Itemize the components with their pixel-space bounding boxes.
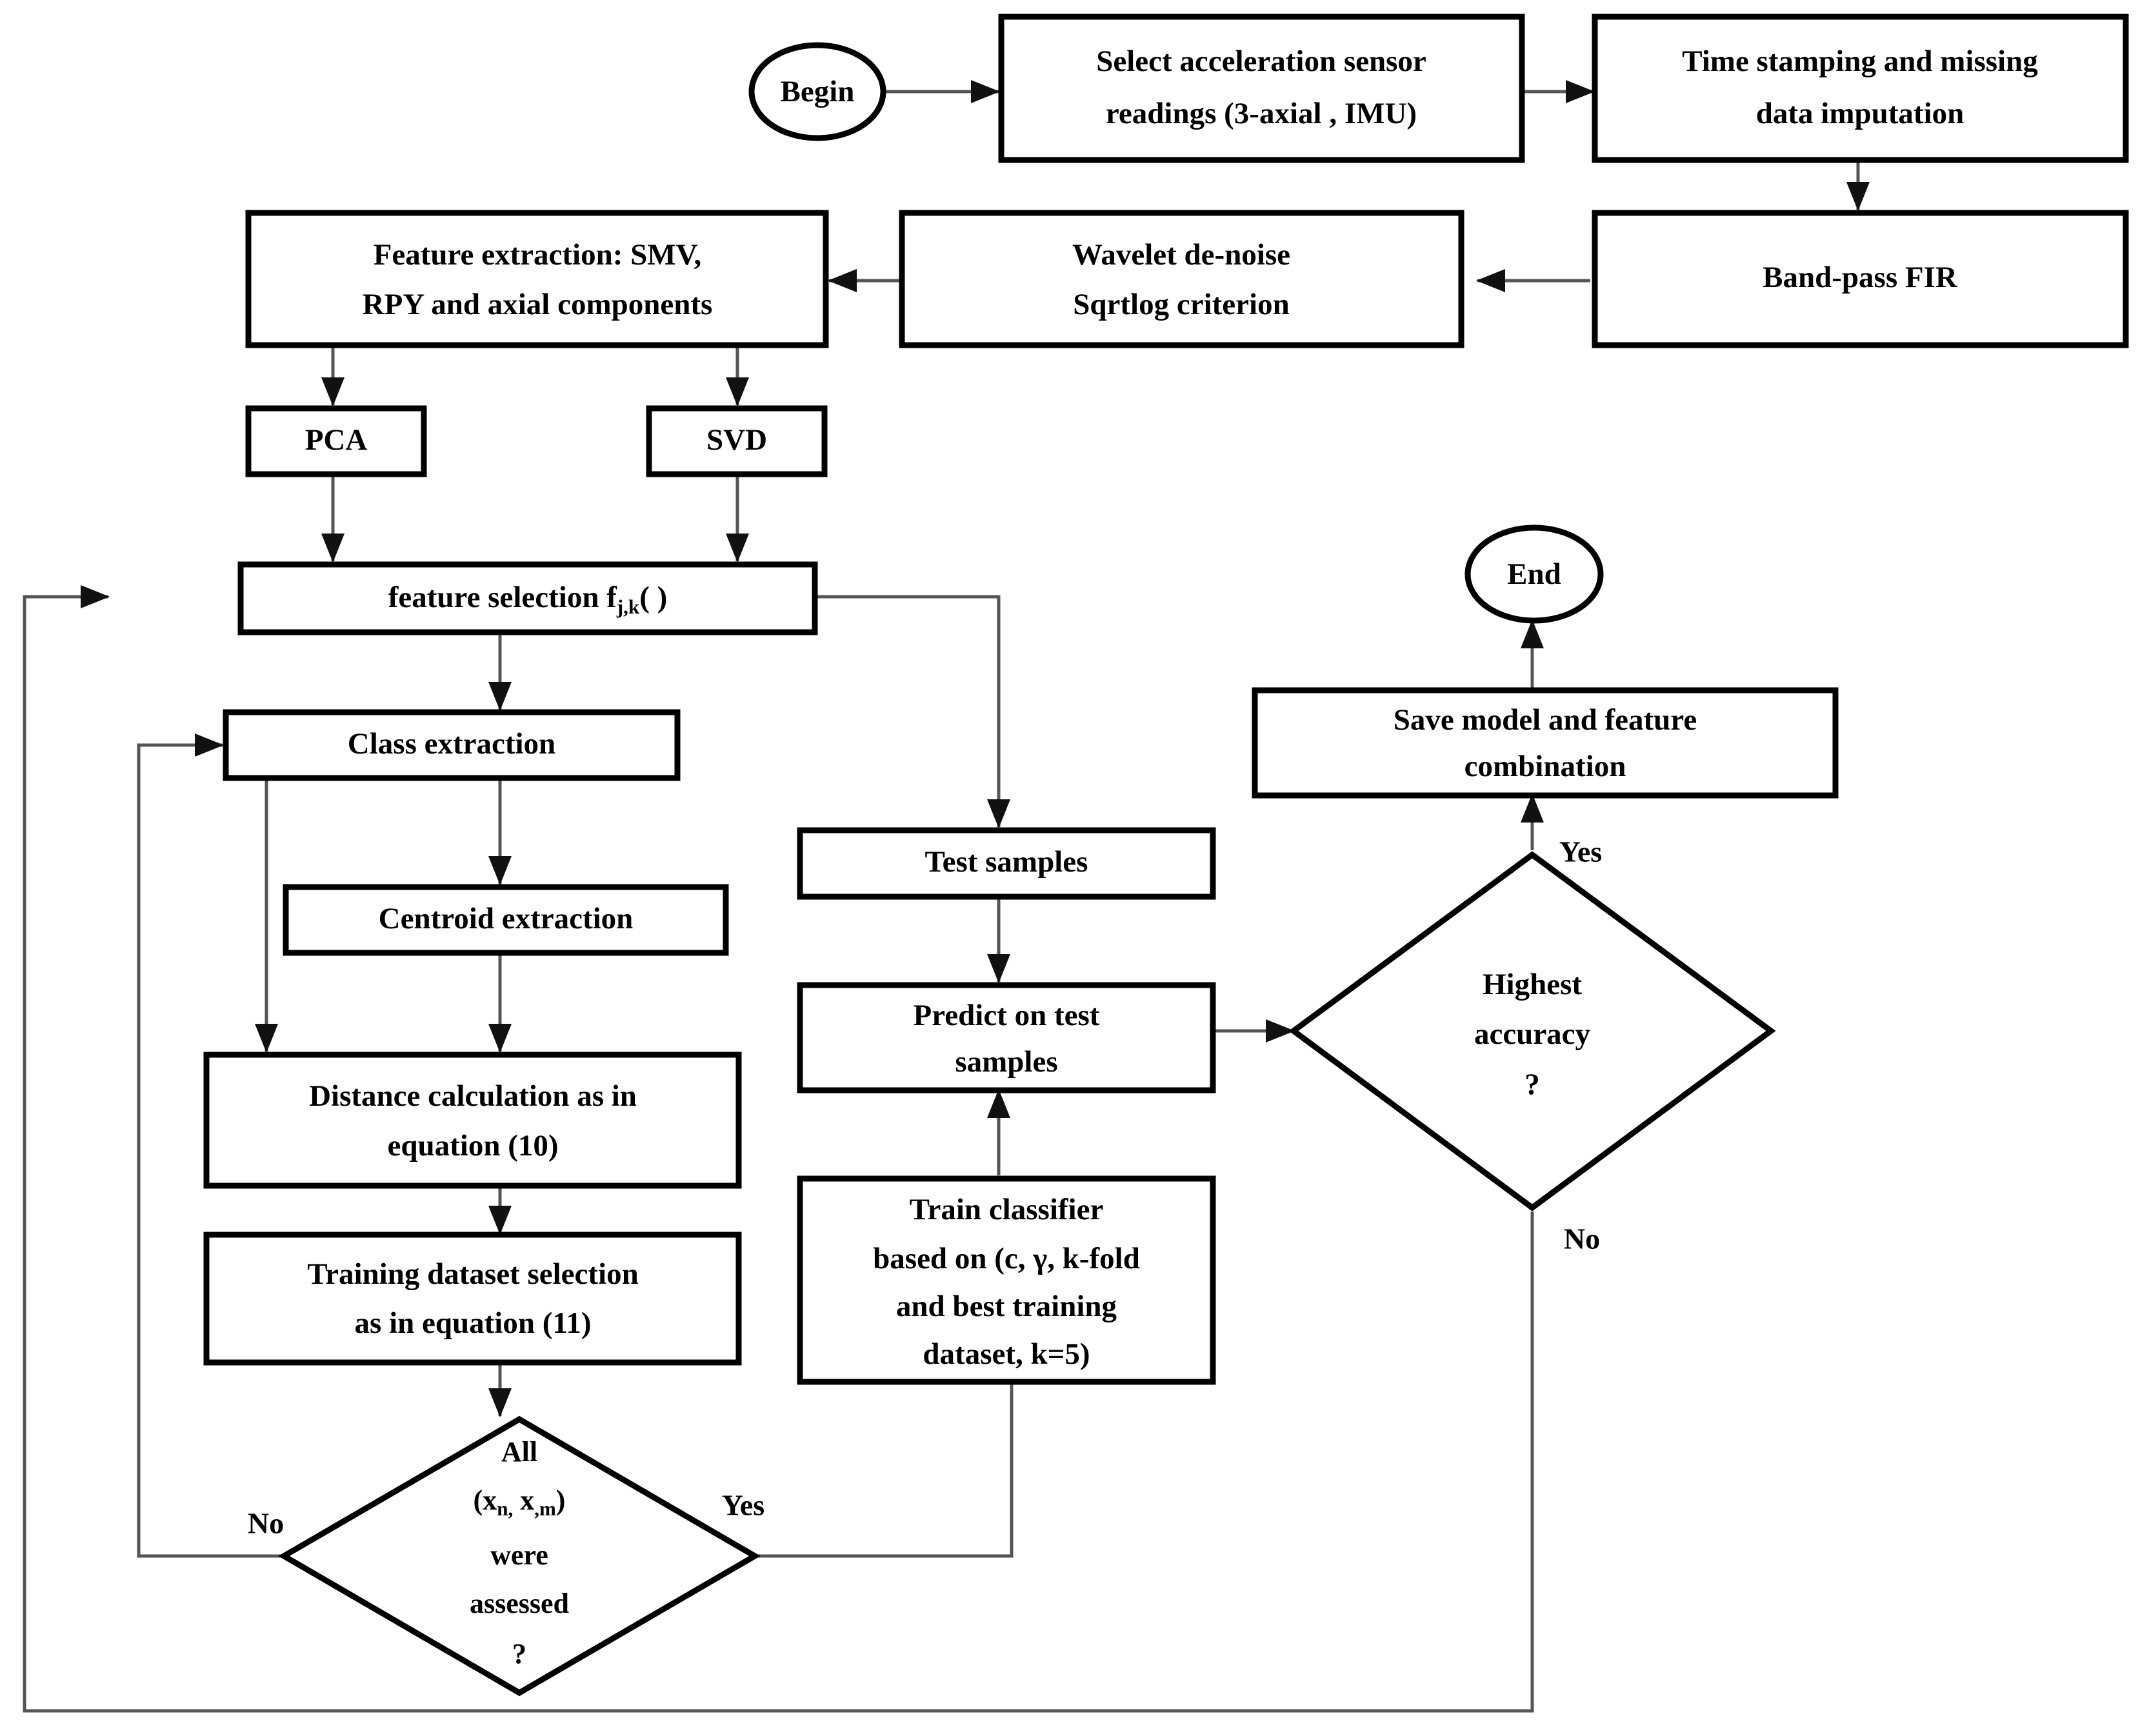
node-highest-accuracy-line2: accuracy — [1474, 1017, 1591, 1051]
node-training-dataset-selection[interactable]: Training dataset selection as in equatio… — [203, 1232, 742, 1366]
assessed-l2-post: ) — [556, 1484, 566, 1516]
node-train-line2: based on (c, γ, k-fold — [873, 1242, 1140, 1275]
node-select-sensor-line1: Select acceleration sensor — [1096, 45, 1426, 78]
edge-label-accuracy-yes: Yes — [1559, 835, 1602, 868]
assessed-l2-mid: x — [513, 1484, 534, 1516]
node-feature-extraction-line1: Feature extraction: SMV, — [374, 238, 702, 272]
node-highest-accuracy-line3: ? — [1524, 1068, 1540, 1101]
node-test-samples[interactable]: Test samples — [797, 827, 1216, 900]
node-all-assessed-line1: All — [501, 1436, 537, 1468]
node-training-line2: as in equation (11) — [355, 1306, 592, 1340]
node-feature-selection-suffix: ( ) — [639, 581, 667, 614]
node-centroid-extraction-label: Centroid extraction — [379, 902, 634, 935]
node-train-line4: dataset, k=5) — [923, 1337, 1090, 1371]
node-class-extraction-label: Class extraction — [348, 727, 555, 761]
node-test-samples-label: Test samples — [925, 845, 1088, 879]
node-distance-calculation[interactable]: Distance calculation as in equation (10) — [203, 1052, 742, 1189]
node-time-stamping-line1: Time stamping and missing — [1682, 45, 2038, 78]
node-svd-label: SVD — [706, 423, 767, 457]
node-feature-extraction[interactable]: Feature extraction: SMV, RPY and axial c… — [245, 210, 829, 348]
assessed-l2-pre: (x — [474, 1484, 497, 1516]
node-end-label: End — [1507, 557, 1561, 591]
node-all-assessed-line3: were — [490, 1539, 548, 1571]
node-all-assessed-decision[interactable]: All (xn, x,m) were assessed ? — [278, 1415, 761, 1697]
edge-assessed-no-loop — [137, 733, 288, 1558]
edge-featureselection-to-testsamples — [814, 595, 1010, 828]
node-pca-label: PCA — [305, 423, 368, 457]
node-save-model-line2: combination — [1464, 750, 1626, 783]
node-wavelet-line2: Sqrtlog criterion — [1073, 288, 1289, 321]
node-save-model-line1: Save model and feature — [1394, 703, 1697, 737]
assessed-l2-sub2: ,m — [534, 1497, 556, 1520]
node-time-stamping[interactable]: Time stamping and missing data imputatio… — [1592, 14, 2129, 163]
assessed-l2-sub1: n, — [497, 1497, 513, 1520]
node-distance-line1: Distance calculation as in — [309, 1079, 637, 1113]
node-highest-accuracy-line1: Highest — [1483, 968, 1582, 1001]
edge-label-assessed-no: No — [248, 1507, 284, 1540]
node-save-model[interactable]: Save model and feature combination — [1252, 687, 1839, 799]
node-bandpass-fir[interactable]: Band-pass FIR — [1592, 210, 2129, 348]
node-feature-extraction-line2: RPY and axial components — [363, 288, 713, 321]
node-begin-label: Begin — [781, 75, 855, 108]
node-wavelet-line1: Wavelet de-noise — [1072, 238, 1290, 272]
node-train-classifier[interactable]: Train classifier based on (c, γ, k-fold … — [797, 1175, 1216, 1385]
node-time-stamping-line2: data imputation — [1756, 97, 1964, 130]
edge-label-accuracy-no: No — [1564, 1222, 1600, 1255]
node-class-extraction[interactable]: Class extraction — [223, 709, 681, 781]
node-svd[interactable]: SVD — [646, 405, 828, 477]
node-wavelet-denoise[interactable]: Wavelet de-noise Sqrtlog criterion — [899, 210, 1464, 348]
node-select-sensor-line2: readings (3-axial , IMU) — [1106, 97, 1417, 130]
node-feature-selection-prefix: feature selection f — [388, 581, 617, 614]
node-feature-selection-subscript: j,k — [616, 595, 640, 618]
node-select-sensor[interactable]: Select acceleration sensor readings (3-a… — [998, 14, 1525, 163]
node-feature-selection-label: feature selection fj,k( ) — [388, 581, 668, 618]
node-predict-line1: Predict on test — [914, 999, 1100, 1032]
node-distance-line2: equation (10) — [387, 1129, 558, 1162]
edge-labels: No Yes Yes No — [248, 835, 1602, 1540]
node-centroid-extraction[interactable]: Centroid extraction — [283, 884, 729, 956]
node-end[interactable]: End — [1464, 524, 1604, 624]
node-all-assessed-line5: ? — [512, 1638, 526, 1670]
node-training-line1: Training dataset selection — [307, 1257, 639, 1291]
node-train-line1: Train classifier — [910, 1193, 1104, 1226]
node-begin[interactable]: Begin — [748, 42, 886, 141]
node-train-line3: and best training — [896, 1290, 1117, 1323]
node-all-assessed-line4: assessed — [470, 1588, 569, 1619]
node-all-assessed-line2: (xn, x,m) — [474, 1484, 566, 1520]
node-highest-accuracy-decision[interactable]: Highest accuracy ? — [1288, 851, 1776, 1212]
node-predict-on-test[interactable]: Predict on test samples — [797, 982, 1216, 1093]
edge-accuracy-no-loop — [23, 585, 1534, 1713]
node-pca[interactable]: PCA — [245, 405, 427, 477]
node-predict-line2: samples — [955, 1045, 1057, 1079]
node-bandpass-fir-label: Band-pass FIR — [1763, 261, 1958, 294]
node-feature-selection[interactable]: feature selection fj,k( ) — [237, 561, 818, 635]
edge-label-assessed-yes: Yes — [722, 1489, 765, 1522]
